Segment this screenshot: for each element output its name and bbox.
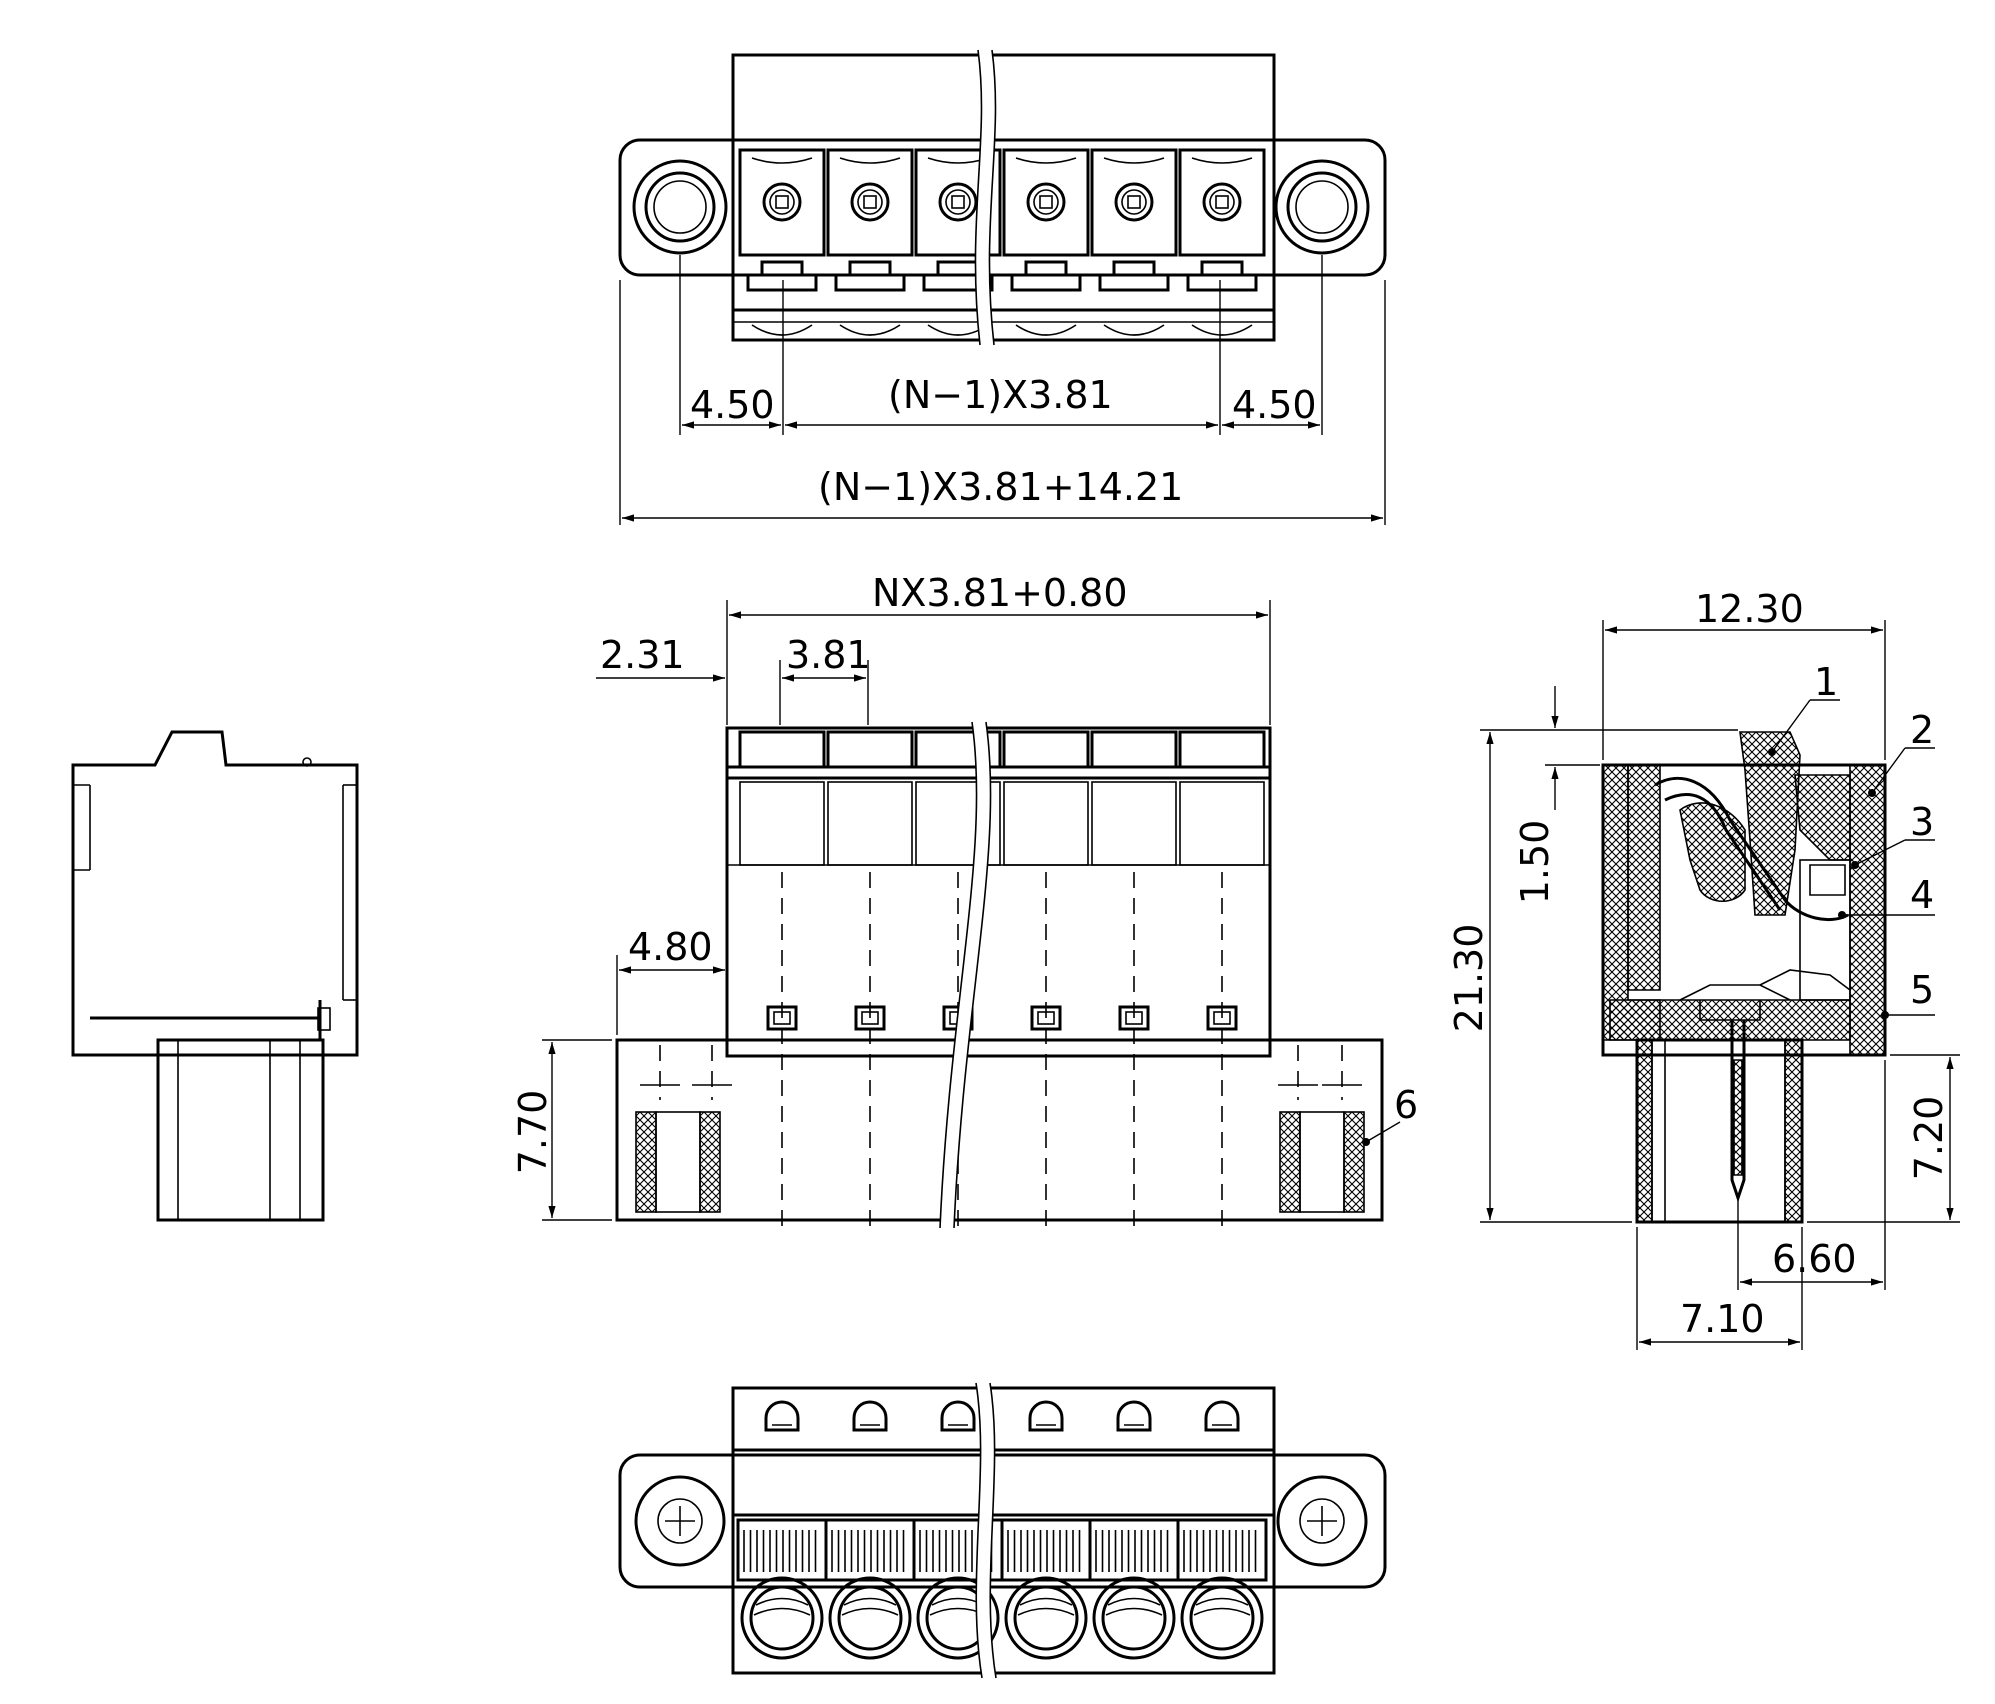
front-pole [1090, 730, 1178, 1230]
bottom-view [618, 1382, 1387, 1679]
dim-pitch-span: (N−1)X3.81 [888, 373, 1113, 417]
front-pole [738, 730, 826, 1230]
callout-3: 3 [1910, 800, 1934, 844]
dim-right-offset: 4.50 [1232, 383, 1317, 427]
bottom-pole [736, 1400, 828, 1660]
front-pole [1178, 730, 1266, 1230]
side-callouts: 1 2 3 4 5 [1768, 660, 1935, 1019]
top-mount-hole-right [1274, 159, 1370, 255]
top-pole [1002, 148, 1090, 336]
dim-overall-length: (N−1)X3.81+14.21 [818, 465, 1183, 509]
top-poles [738, 148, 1266, 336]
dim-flange-width: 4.80 [628, 925, 713, 969]
dim-body-width: NX3.81+0.80 [872, 571, 1128, 615]
bottom-pole [1088, 1400, 1180, 1660]
dim-first-offset: 2.31 [600, 633, 685, 677]
front-pole [1002, 730, 1090, 1230]
callout-2: 2 [1910, 708, 1934, 752]
dim-header-width: 7.10 [1680, 1297, 1765, 1341]
dim-pitch: 3.81 [786, 633, 871, 677]
side-dimensions: 12.30 1.50 21.30 7.20 6.60 7.10 [1447, 587, 1960, 1350]
bottom-poles [736, 1400, 1268, 1660]
front-pole [826, 730, 914, 1230]
front-dimensions: NX3.81+0.80 2.31 3.81 4.80 7.70 6 [511, 571, 1418, 1221]
top-pole [826, 148, 914, 336]
callout-5: 5 [1910, 968, 1934, 1012]
dim-flange-height: 7.70 [511, 1090, 555, 1175]
bottom-mount-hole-right [1276, 1475, 1368, 1567]
bottom-mount-hole-left [634, 1475, 726, 1567]
callout-4: 4 [1910, 873, 1934, 917]
top-mount-hole-left [632, 159, 728, 255]
front-poles [738, 730, 1266, 1230]
dim-pin-offset: 6.60 [1772, 1237, 1857, 1281]
dim-section-height: 21.30 [1447, 924, 1491, 1033]
callout-1: 1 [1814, 660, 1838, 704]
top-pole [1090, 148, 1178, 336]
top-pole [1178, 148, 1266, 336]
side-profile [71, 730, 359, 1222]
dim-header-height: 7.20 [1907, 1096, 1951, 1181]
top-dimensions: 4.50 (N−1)X3.81 4.50 (N−1)X3.81+14.21 [619, 255, 1386, 525]
front-flange-left [635, 1045, 732, 1213]
front-flange-right [1278, 1045, 1365, 1213]
side-section-view: 1 2 3 4 5 12.30 1.50 [1447, 587, 1960, 1350]
callout-6: 6 [1394, 1083, 1418, 1127]
dim-step: 1.50 [1513, 820, 1557, 905]
front-view: NX3.81+0.80 2.31 3.81 4.80 7.70 6 [511, 571, 1418, 1230]
bottom-pole [1176, 1400, 1268, 1660]
top-pole [738, 148, 826, 336]
bottom-pole [1000, 1400, 1092, 1660]
dim-left-offset: 4.50 [690, 383, 775, 427]
bottom-pole [824, 1400, 916, 1660]
top-view: 4.50 (N−1)X3.81 4.50 (N−1)X3.81+14.21 [618, 49, 1387, 525]
dim-section-width: 12.30 [1695, 587, 1804, 631]
